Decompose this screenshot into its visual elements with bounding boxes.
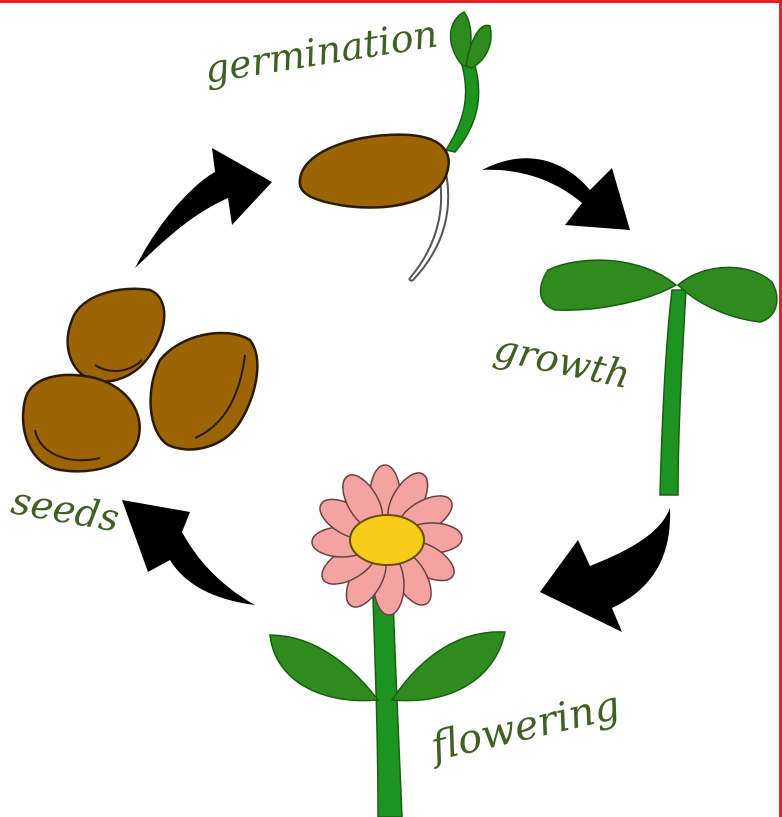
arrow-germination-to-growth [482,158,630,230]
seeds-icon [23,289,257,472]
flowering-plant-icon [270,465,505,817]
arrow-flowering-to-seeds [122,500,255,605]
seed-left [23,375,140,471]
arrow-growth-to-flowering [540,508,670,632]
seed-top [68,289,165,382]
seed-right [151,333,258,449]
arrow-seeds-to-germination [135,148,272,268]
